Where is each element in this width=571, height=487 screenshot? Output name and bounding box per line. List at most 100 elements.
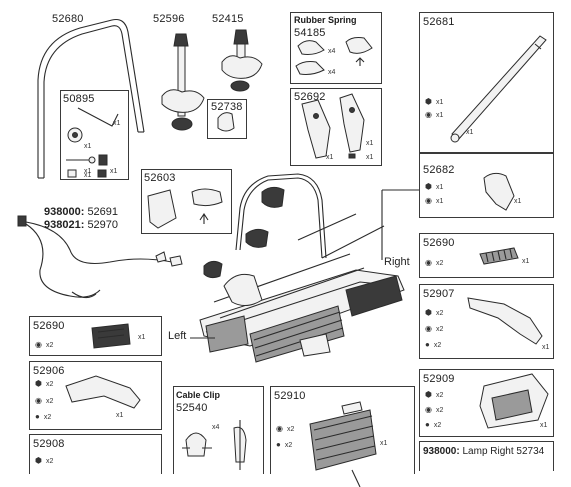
part-number-52596: 52596: [153, 13, 185, 25]
qty-52906-part: x1: [116, 412, 124, 419]
part-52907-drawing: [467, 297, 543, 345]
qty-cable-clip: x4: [212, 424, 220, 431]
bike-carrier-drawing: [199, 173, 405, 363]
qty-52690-right-strip: x1: [522, 258, 530, 265]
part-number-52682: 52682: [423, 164, 455, 176]
cable-clip-drawing: [182, 420, 247, 470]
clip-52738-drawing: [217, 112, 235, 132]
hex-nut-icon: ⬢: [425, 182, 432, 191]
tools-50895-drawing: [66, 107, 119, 178]
washer-icon: ◉: [425, 258, 432, 267]
strip-52690-left-drawing: [91, 323, 131, 349]
qty-52910-washer: ◉x2: [276, 424, 295, 433]
strip-52690-right-drawing: [479, 247, 519, 265]
part-number-52540: 52540: [176, 402, 208, 414]
part-number-52690-right: 52690: [423, 237, 455, 249]
qty-52907-bolt: ●x2: [425, 340, 442, 349]
qty-52906-nut: ⬢x2: [35, 379, 54, 388]
part-number-52907: 52907: [423, 288, 455, 300]
part-52682-drawing: [483, 172, 515, 211]
qty-52682-nut: ⬢x1: [425, 182, 444, 191]
qty-52681-washer: ◉x1: [425, 110, 444, 119]
hex-nut-icon: ⬢: [425, 390, 432, 399]
washer-icon: ◉: [276, 424, 283, 433]
qty-52690-right-washer: ◉x2: [425, 258, 444, 267]
bolt-icon: ●: [35, 412, 40, 421]
part-number-52690-left: 52690: [33, 320, 65, 332]
qty-52909-bolt: ●x2: [425, 420, 442, 429]
part-number-52415: 52415: [212, 13, 244, 25]
box-52692: [290, 88, 382, 166]
part-number-52910: 52910: [274, 390, 306, 402]
box-52681: [419, 12, 554, 153]
qty-rubber-1: x4: [328, 48, 336, 55]
qty-52690-left-strip: x1: [138, 334, 146, 341]
qty-52907-washer: ◉x2: [425, 324, 444, 333]
rubber-spring-drawing: [295, 37, 373, 75]
qty-52682-part: x1: [514, 198, 522, 205]
box-52690-left: [29, 316, 162, 356]
side-label-right: Right: [384, 256, 410, 268]
qty-52908-nut: ⬢x2: [35, 456, 54, 465]
washer-icon: ◉: [425, 324, 432, 333]
bracket-52692-drawing: [301, 93, 365, 159]
qty-52909-part: x1: [540, 422, 548, 429]
qty-52692-c: x1: [366, 154, 374, 161]
part-number-52906: 52906: [33, 365, 65, 377]
cable-clip-title: Cable Clip: [176, 390, 221, 400]
washer-icon: ◉: [425, 196, 432, 205]
qty-52681-nut: ⬢x1: [425, 97, 444, 106]
hex-nut-icon: ⬢: [35, 456, 42, 465]
hex-nut-icon: ⬢: [425, 97, 432, 106]
cable-harness-drawing: [17, 215, 183, 299]
qty-52682-washer: ◉x1: [425, 196, 444, 205]
hex-nut-icon: ⬢: [35, 379, 42, 388]
part-number-52603: 52603: [144, 172, 176, 184]
bolt-icon: ●: [276, 440, 281, 449]
part-number-54185: 54185: [294, 27, 326, 39]
part-number-52692: 52692: [294, 91, 326, 103]
box-52908: [29, 434, 162, 474]
qty-50895-nut: x1: [110, 168, 118, 175]
rubber-spring-title: Rubber Spring: [294, 15, 357, 25]
part-number-52909: 52909: [423, 373, 455, 385]
qty-50895-key: x1: [113, 120, 121, 127]
bolt-icon: ●: [425, 420, 430, 429]
lamp-52909-drawing: [479, 373, 549, 429]
qty-52907-part: x1: [542, 344, 550, 351]
washer-icon: ◉: [35, 340, 42, 349]
arm-52596-drawing: [161, 33, 205, 131]
part-number-52908: 52908: [33, 438, 65, 450]
qty-52690-left-washer: ◉x2: [35, 340, 54, 349]
box-52690-right: [419, 233, 554, 278]
qty-52692-a: x1: [326, 154, 334, 161]
qty-50895-cap: x1: [84, 172, 92, 179]
cable-label-2: 938021: 52970: [44, 219, 119, 231]
qty-50895-knob: x1: [84, 143, 92, 150]
side-label-left: Left: [168, 330, 187, 342]
washer-icon: ◉: [35, 396, 42, 405]
qty-52692-b: x1: [366, 140, 374, 147]
cable-label-1: 938000: 52691: [44, 206, 119, 218]
bar-52681-drawing: [450, 35, 547, 143]
qty-52909-nut: ⬢x2: [425, 390, 444, 399]
qty-rubber-2: x4: [328, 69, 336, 76]
part-number-50895: 50895: [63, 93, 95, 105]
box-lamp: [419, 441, 554, 471]
qty-52910-panel: x1: [380, 440, 388, 447]
qty-52906-washer: ◉x2: [35, 396, 54, 405]
bolt-icon: ●: [425, 340, 430, 349]
qty-52910-bolt: ●x2: [276, 440, 293, 449]
lamp-label: 938000: Lamp Right 52734: [423, 446, 545, 457]
arch-frame-drawing: [37, 18, 145, 179]
panel-52910-drawing: [309, 401, 377, 487]
part-number-52681: 52681: [423, 16, 455, 28]
hex-nut-icon: ⬢: [425, 308, 432, 317]
washer-icon: ◉: [425, 405, 432, 414]
part-52603-drawing: [147, 188, 223, 229]
qty-52909-washer: ◉x2: [425, 405, 444, 414]
part-number-52738: 52738: [211, 101, 243, 113]
qty-52906-bolt: ●x2: [35, 412, 52, 421]
